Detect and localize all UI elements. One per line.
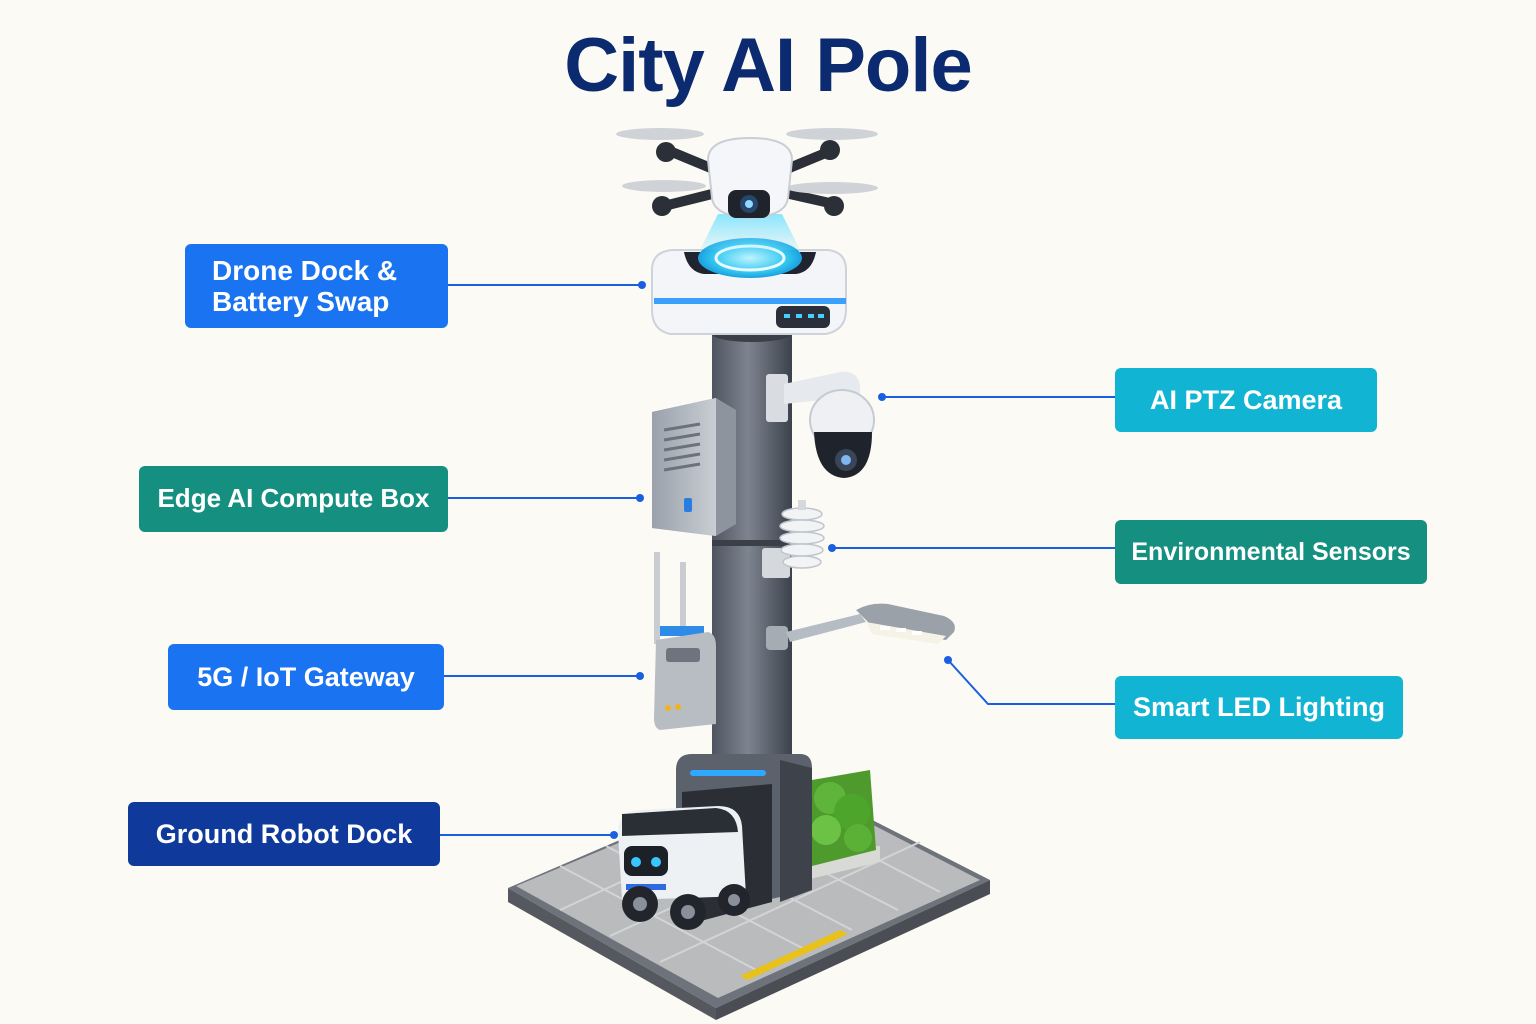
callout-robot-dock: Ground Robot Dock	[128, 802, 440, 866]
planter	[806, 770, 880, 880]
iot-gateway	[654, 552, 716, 730]
weather-sensor	[762, 500, 825, 578]
callout-led-lighting: Smart LED Lighting	[1115, 676, 1403, 739]
leader-lines	[438, 284, 1116, 836]
callout-drone-dock: Drone Dock & Battery Swap	[185, 244, 448, 328]
delivery-robot	[618, 806, 750, 930]
page-title: City AI Pole	[564, 23, 972, 108]
callout-env-sensors: Environmental Sensors	[1115, 520, 1427, 584]
street-light	[766, 603, 955, 650]
drone	[616, 128, 878, 250]
drone-dock	[651, 238, 847, 335]
leader-dots	[610, 281, 952, 839]
callout-edge-ai: Edge AI Compute Box	[139, 466, 448, 532]
callout-gateway: 5G / IoT Gateway	[168, 644, 444, 710]
callout-ptz-camera: AI PTZ Camera	[1115, 368, 1377, 432]
callout-drone-dock-line2: Battery Swap	[212, 286, 390, 317]
callout-drone-dock-line1: Drone Dock &	[212, 254, 398, 286]
ptz-camera	[766, 371, 875, 478]
edge-compute-box	[652, 398, 736, 536]
